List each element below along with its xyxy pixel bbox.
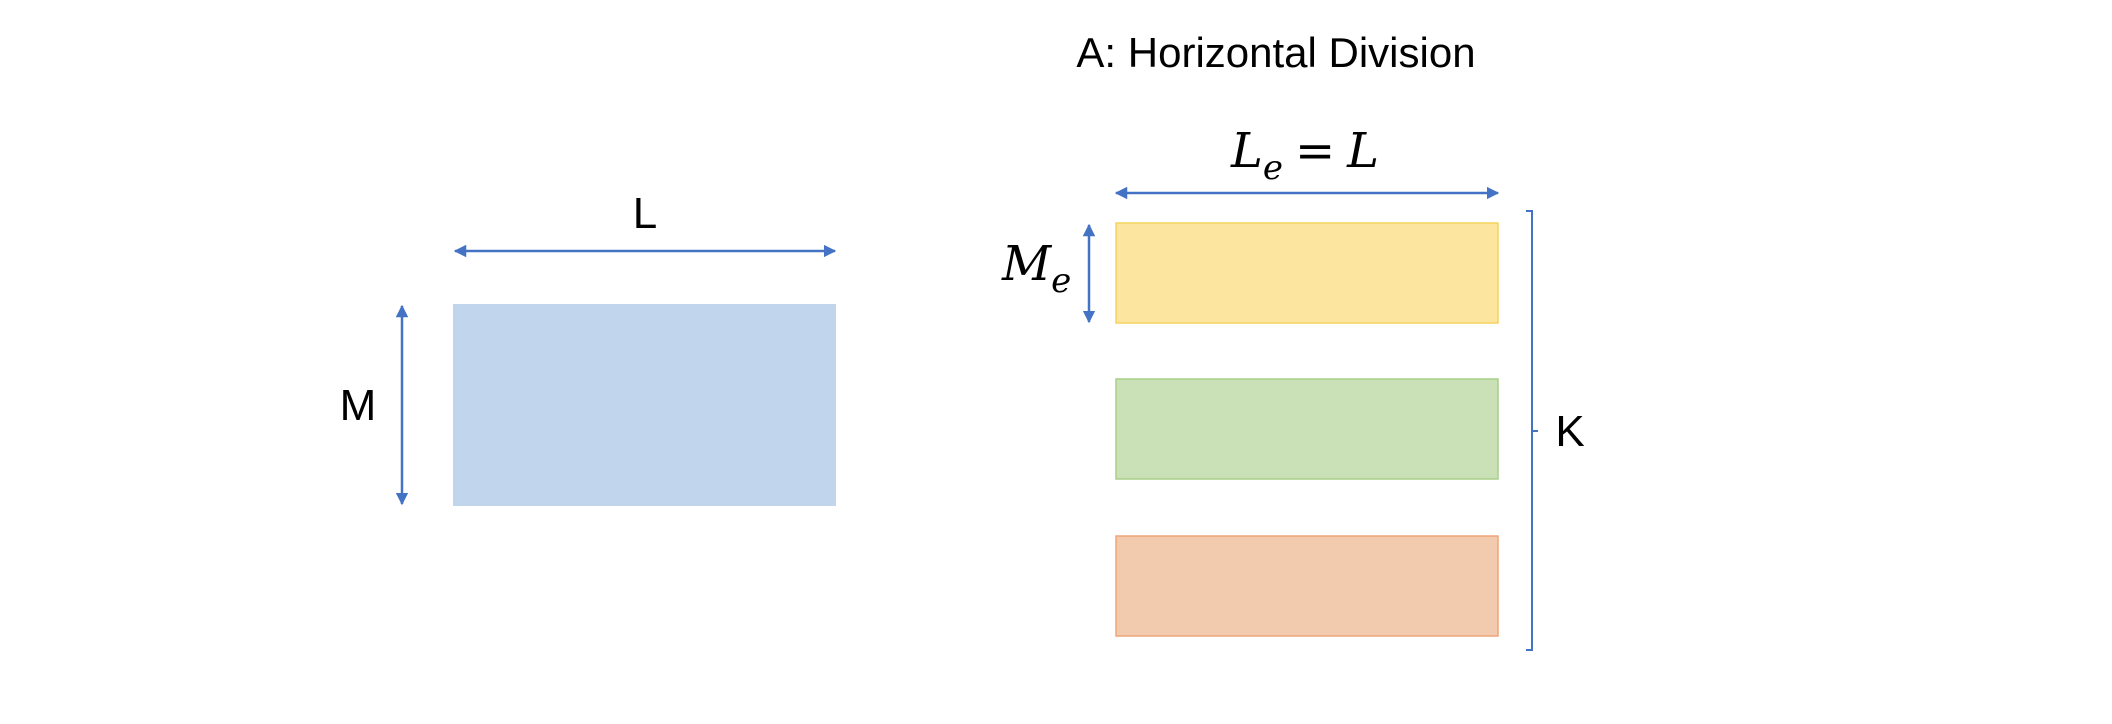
original-block-group: L M: [340, 189, 837, 506]
original-height-label: M: [340, 381, 377, 430]
slice-width-label: Le=L: [1230, 123, 1379, 188]
original-block: [453, 304, 836, 506]
slice-block-2: [1115, 378, 1499, 480]
divided-blocks-group: Le=L Me K: [1001, 123, 1585, 651]
original-width-label: L: [633, 189, 657, 238]
slice-height-label: Me: [1001, 236, 1071, 301]
slice-block-1: [1115, 222, 1499, 324]
slice-block-3: [1115, 535, 1499, 637]
slice-count-label: K: [1555, 407, 1584, 456]
slice-count-brace: [1526, 210, 1538, 651]
diagram-title: A: Horizontal Division: [1076, 29, 1475, 76]
